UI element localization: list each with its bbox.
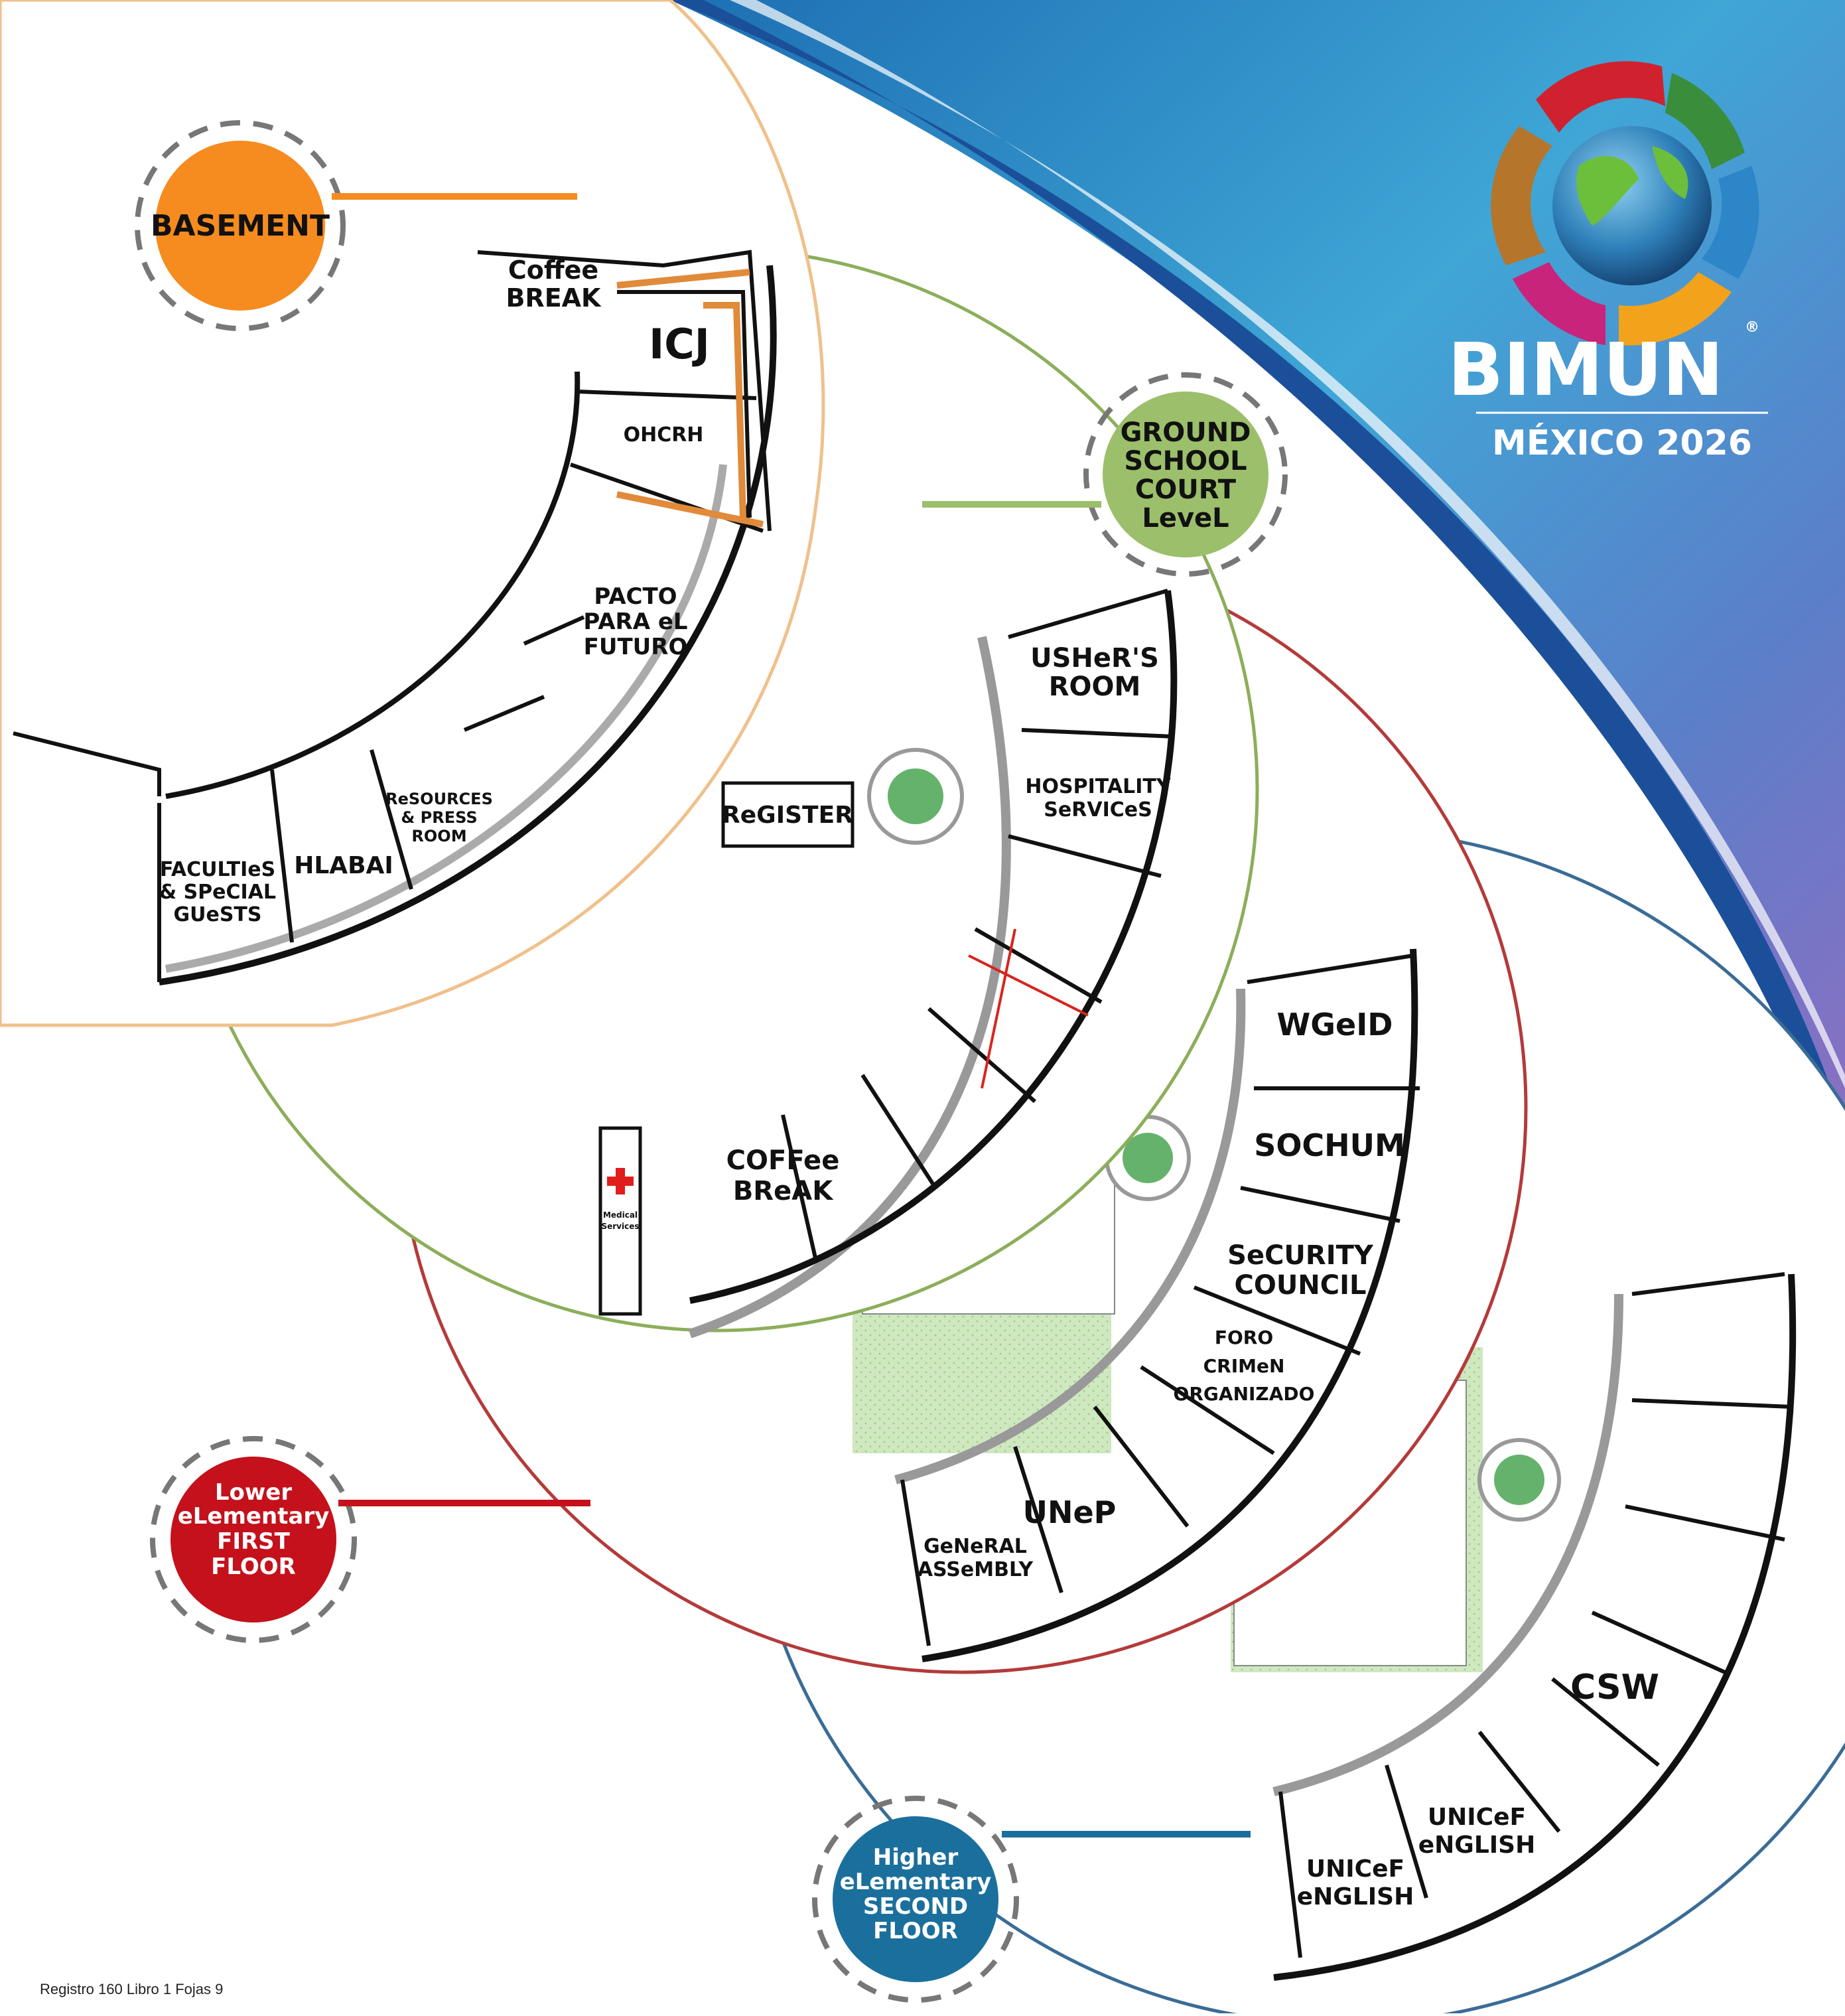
level-badge-basement[interactable]: BASEMENT [135,120,577,331]
room-hlabai: HLABAI [294,852,393,879]
room-unicef-english-1: UNICeF [1428,1804,1526,1831]
svg-text:BREAK: BREAK [506,283,602,313]
room-labels-ground: USHeR'S ROOM HOSPITALITY SeRVICeS ReGIST… [601,643,1171,1231]
room-resources-press: ReSOURCES [385,790,493,808]
svg-text:CRIMeN: CRIMeN [1203,1355,1285,1377]
svg-text:COUNCIL: COUNCIL [1234,1270,1366,1301]
svg-text:ROOM: ROOM [1049,672,1141,702]
svg-text:GROUND: GROUND [1121,417,1251,448]
svg-text:SECOND: SECOND [863,1893,968,1920]
svg-text:Lower: Lower [215,1479,292,1506]
registered-mark: ® [1745,319,1759,336]
level-badge-higher[interactable]: Higher eLementary SECOND FLOOR [812,1796,1251,2003]
logo-title: BIMUN [1448,327,1724,412]
svg-text:LeveL: LeveL [1142,503,1229,534]
svg-text:PARA eL: PARA eL [583,609,687,635]
room-csw: CSW [1570,1668,1659,1707]
svg-text:eNGLISH: eNGLISH [1297,1883,1414,1910]
logo-emblem [1491,61,1759,346]
registration-footer: Registro 160 Libro 1 Fojas 9 [40,1981,224,1997]
level-label-basement: BASEMENT [151,209,330,243]
room-security-council: SeCURITY [1227,1240,1374,1271]
svg-text:COURT: COURT [1135,474,1237,505]
svg-text:FUTURO: FUTURO [584,634,688,660]
svg-text:FIRST: FIRST [217,1528,291,1555]
basement-plan [13,250,777,985]
svg-text:& SPeCIAL: & SPeCIAL [159,881,276,904]
svg-text:ASSeMBLY: ASSeMBLY [918,1558,1034,1581]
svg-text:eLementary: eLementary [178,1503,330,1530]
svg-text:eNGLISH: eNGLISH [1418,1832,1535,1859]
svg-text:ORGANIZADO: ORGANIZADO [1174,1383,1315,1405]
ground-floor-plan [598,589,1178,1338]
room-wgeid: WGeID [1277,1007,1393,1043]
room-icj: ICJ [649,320,710,368]
room-labels-lower: WGeID SOCHUM SeCURITY COUNCIL FORO CRIMe… [918,1007,1405,1581]
room-coffee-break-basement: Coffee [508,255,598,285]
room-register: ReGISTER [722,802,853,829]
room-coffee-break-ground: COFFee [726,1145,840,1176]
svg-text:eLementary: eLementary [840,1869,992,1895]
room-general-assembly: GeNeRAL [923,1535,1027,1558]
svg-text:FLOOR: FLOOR [873,1918,958,1944]
room-ohcrh: OHCRH [624,423,704,447]
room-ushers-room: USHeR'S [1030,643,1159,674]
svg-text:& PRESS: & PRESS [401,808,477,827]
room-sochum: SOCHUM [1254,1127,1405,1163]
svg-text:ROOM: ROOM [411,827,466,845]
room-foro-crimen-organizado: FORO [1215,1327,1273,1348]
level-badge-ground[interactable]: GROUND SCHOOL COURT LeveL [922,372,1288,577]
room-pacto-para-el-futuro: PACTO [594,583,677,610]
room-labels-higher: CSW UNICeF eNGLISH UNICeF eNGLISH [1297,1668,1659,1910]
room-faculties-special-guests: FACULTIeS [160,858,275,881]
svg-text:Services: Services [601,1222,639,1231]
room-hospitality-services: HOSPITALITY [1025,775,1171,798]
logo-subtitle: MÉXICO 2026 [1492,423,1752,463]
medical-services: Medical [603,1210,638,1220]
svg-text:FLOOR: FLOOR [211,1553,296,1580]
room-unicef-english-2: UNICeF [1306,1855,1404,1883]
svg-text:BReAK: BReAK [733,1176,834,1206]
room-unep: UNeP [1023,1494,1117,1530]
bimun-logo: BIMUN ® MÉXICO 2026 [1448,61,1768,463]
level-badge-lower[interactable]: Lower eLementary FIRST FLOOR [150,1436,590,1643]
svg-text:SCHOOL: SCHOOL [1124,446,1247,476]
svg-text:SeRVICeS: SeRVICeS [1044,798,1152,822]
svg-text:GUeSTS: GUeSTS [173,903,261,926]
room-labels-basement: Coffee BREAK ICJ OHCRH PACTO PARA eL FUT… [159,255,710,926]
svg-text:Higher: Higher [873,1844,959,1871]
